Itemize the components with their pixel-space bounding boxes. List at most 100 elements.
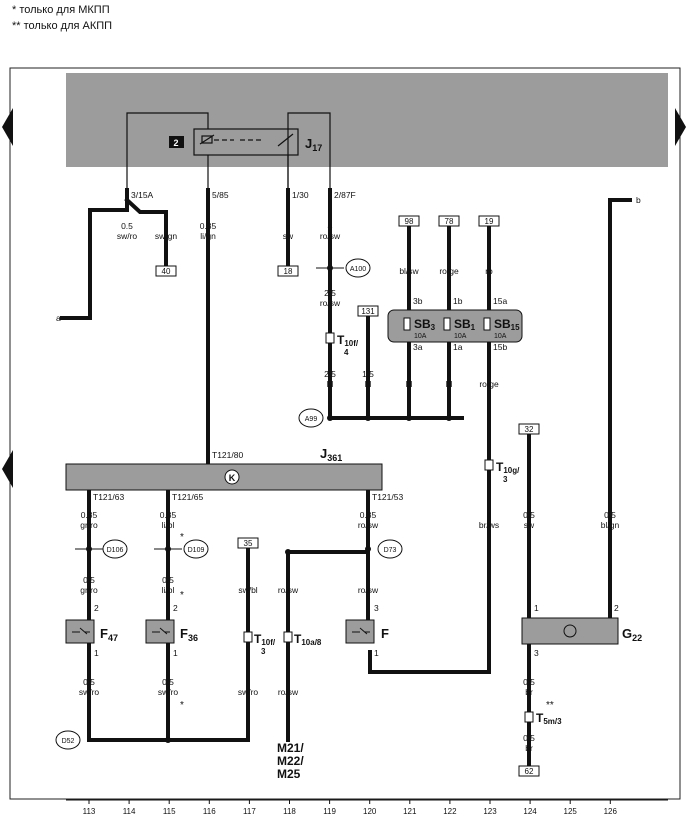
wire-119b-size: 2.5 [324, 288, 336, 298]
wire-114b-size: 1 [164, 221, 169, 231]
svg-text:1b: 1b [453, 296, 463, 306]
diagram-frame [9, 67, 681, 800]
ecu-bar [65, 463, 383, 491]
svg-text:3b: 3b [413, 296, 423, 306]
pin-f47-2: 2 [94, 603, 99, 613]
column-number: 118 [283, 807, 296, 816]
wire-114b-color: sw/gn [155, 231, 177, 241]
wire-119c-color: bl [327, 379, 334, 389]
f47-label: F47 [100, 626, 118, 643]
wire-124b-color: br [525, 687, 533, 697]
wire-118b-size: 1 [286, 677, 291, 687]
wire-124c-color: br [525, 743, 533, 753]
wire-115b-size: 0.5 [162, 575, 174, 585]
relay-name: J17 [305, 136, 322, 153]
akpp-star: ** [546, 700, 554, 711]
column-number: 125 [564, 807, 578, 816]
wire-119-color: ro/sw [320, 231, 341, 241]
motor-m21: M21/ [277, 741, 304, 755]
wire-113b-size: 0.5 [83, 575, 95, 585]
connector-a100: A100 [350, 266, 366, 273]
wire-115c-size: 0.5 [162, 677, 174, 687]
column-number: 119 [323, 807, 336, 816]
pin-g22-3: 3 [534, 648, 539, 658]
connector-ticks [75, 267, 344, 550]
svg-text:1a: 1a [453, 342, 463, 352]
wire-123c-size: 1 [487, 510, 492, 520]
wire-114a-size: 0.5 [121, 221, 133, 231]
wire-121a-color: bl/sw [399, 266, 419, 276]
ecu-k-circle [224, 469, 240, 485]
wire-119-size: 4 [328, 221, 333, 231]
wire-124c-size: 0.5 [523, 733, 535, 743]
wire-118-color: sw [283, 231, 294, 241]
pin-f47-1: 1 [94, 648, 99, 658]
star-115c: * [180, 700, 184, 711]
plug-t5m3: T5m/3 [536, 711, 562, 726]
pin-g22-1: 1 [534, 603, 539, 613]
svg-text:10A: 10A [494, 333, 507, 340]
wire-124b-size: 0.5 [523, 677, 535, 687]
nav-right-arrow[interactable] [675, 108, 686, 146]
wire-120-color: bl [365, 379, 372, 389]
ecu-k-label: K [229, 473, 236, 483]
wire-117a-size: 1 [246, 575, 251, 585]
terminal-98: 98 [405, 217, 414, 226]
g22-label: G22 [622, 626, 642, 643]
wire-115c-color: sw/ro [158, 687, 179, 697]
connector-a99: A99 [305, 416, 318, 423]
wire-119b-color: ro/sw [320, 298, 341, 308]
wire-119c-size: 2.5 [324, 369, 336, 379]
switch-f47 [65, 619, 95, 644]
wire-123c-color: br/ws [479, 520, 499, 530]
connector-d73: D73 [384, 547, 397, 554]
plug-icons [243, 332, 534, 723]
column-number: 122 [443, 807, 457, 816]
line-label-a: a [56, 313, 61, 323]
plug-t10a8: T10a/8 [294, 632, 322, 647]
connector-circles [55, 258, 403, 750]
pin-f36-1: 1 [173, 648, 178, 658]
terminal-131: 131 [361, 307, 375, 316]
wire-123a-color: ro [485, 266, 493, 276]
note-akpp: ** только для АКПП [12, 20, 112, 32]
star-115a: * [180, 532, 184, 543]
wire-113a-color: gr/ro [80, 520, 98, 530]
wire-122a-color: ro/ge [439, 266, 459, 276]
wires [60, 188, 632, 768]
relay-box-number: 2 [173, 138, 178, 148]
wire-122b-color: bl [446, 379, 453, 389]
wire-120b-size: 1 [366, 575, 371, 585]
wire-118a-color: ro/sw [278, 585, 299, 595]
wire-117b-size: 1 [246, 677, 251, 687]
terminal-35: 35 [244, 539, 253, 548]
svg-text:15b: 15b [493, 342, 507, 352]
wire-114a-color: sw/ro [117, 231, 138, 241]
wire-122a-size: 1 [447, 256, 452, 266]
wire-124a-color: sw [524, 520, 535, 530]
ecu-pin-53: T121/53 [372, 492, 403, 502]
wire-116-size: 0.35 [200, 221, 217, 231]
wire-121b-size: 1 [407, 369, 412, 379]
wire-120b-color: ro/sw [358, 585, 379, 595]
wire-123b-color: ro/ge [479, 379, 499, 389]
wire-115a-size: 0.35 [160, 510, 177, 520]
svg-text:SB15: SB15 [494, 317, 520, 332]
column-number: 114 [123, 807, 136, 816]
wire-120a-size: 0.35 [360, 510, 377, 520]
wire-116-color: li/gn [200, 231, 216, 241]
relay-pin-1-30: 1/30 [292, 190, 309, 200]
ecu-pin-63: T121/63 [93, 492, 124, 502]
ecu-pin-65: T121/65 [172, 492, 203, 502]
wire-120a-color: ro/sw [358, 520, 379, 530]
column-number: 121 [403, 807, 417, 816]
nav-left-arrow-bottom[interactable] [2, 450, 13, 488]
wire-120-size: 1.5 [362, 369, 374, 379]
wire-123a-size: 1 [487, 256, 492, 266]
nav-left-arrow-top[interactable] [2, 108, 13, 146]
f-label: F [381, 626, 389, 641]
star-115b: * [180, 590, 184, 601]
connector-d109: D109 [188, 547, 205, 554]
